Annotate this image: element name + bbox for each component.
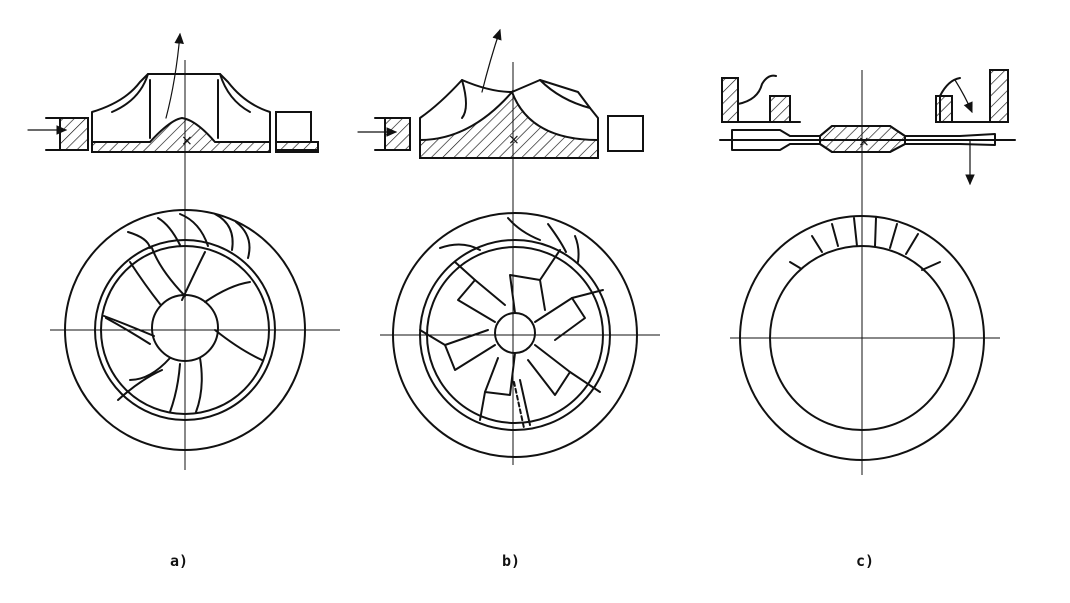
panel-a: ×	[27, 32, 340, 570]
flow-arrow-icon	[481, 28, 502, 93]
svg-text:×: ×	[508, 132, 520, 148]
flow-arrow-icon	[954, 79, 973, 114]
panel-b: ×	[357, 28, 660, 570]
svg-text:×: ×	[181, 133, 193, 149]
panel-a-front-view	[50, 209, 340, 451]
caption-a: a)	[170, 552, 188, 570]
caption-b: b)	[502, 552, 520, 570]
panel-c: × c)	[719, 69, 1016, 570]
panel-c-section: ×	[719, 69, 1016, 475]
panel-b-front-view	[380, 212, 660, 458]
panel-b-section: ×	[357, 28, 644, 465]
flow-arrow-icon	[165, 32, 184, 119]
panel-a-section: ×	[27, 32, 319, 470]
caption-c: c)	[856, 552, 874, 570]
svg-text:×: ×	[858, 134, 870, 150]
panel-c-front-view	[730, 215, 1000, 461]
